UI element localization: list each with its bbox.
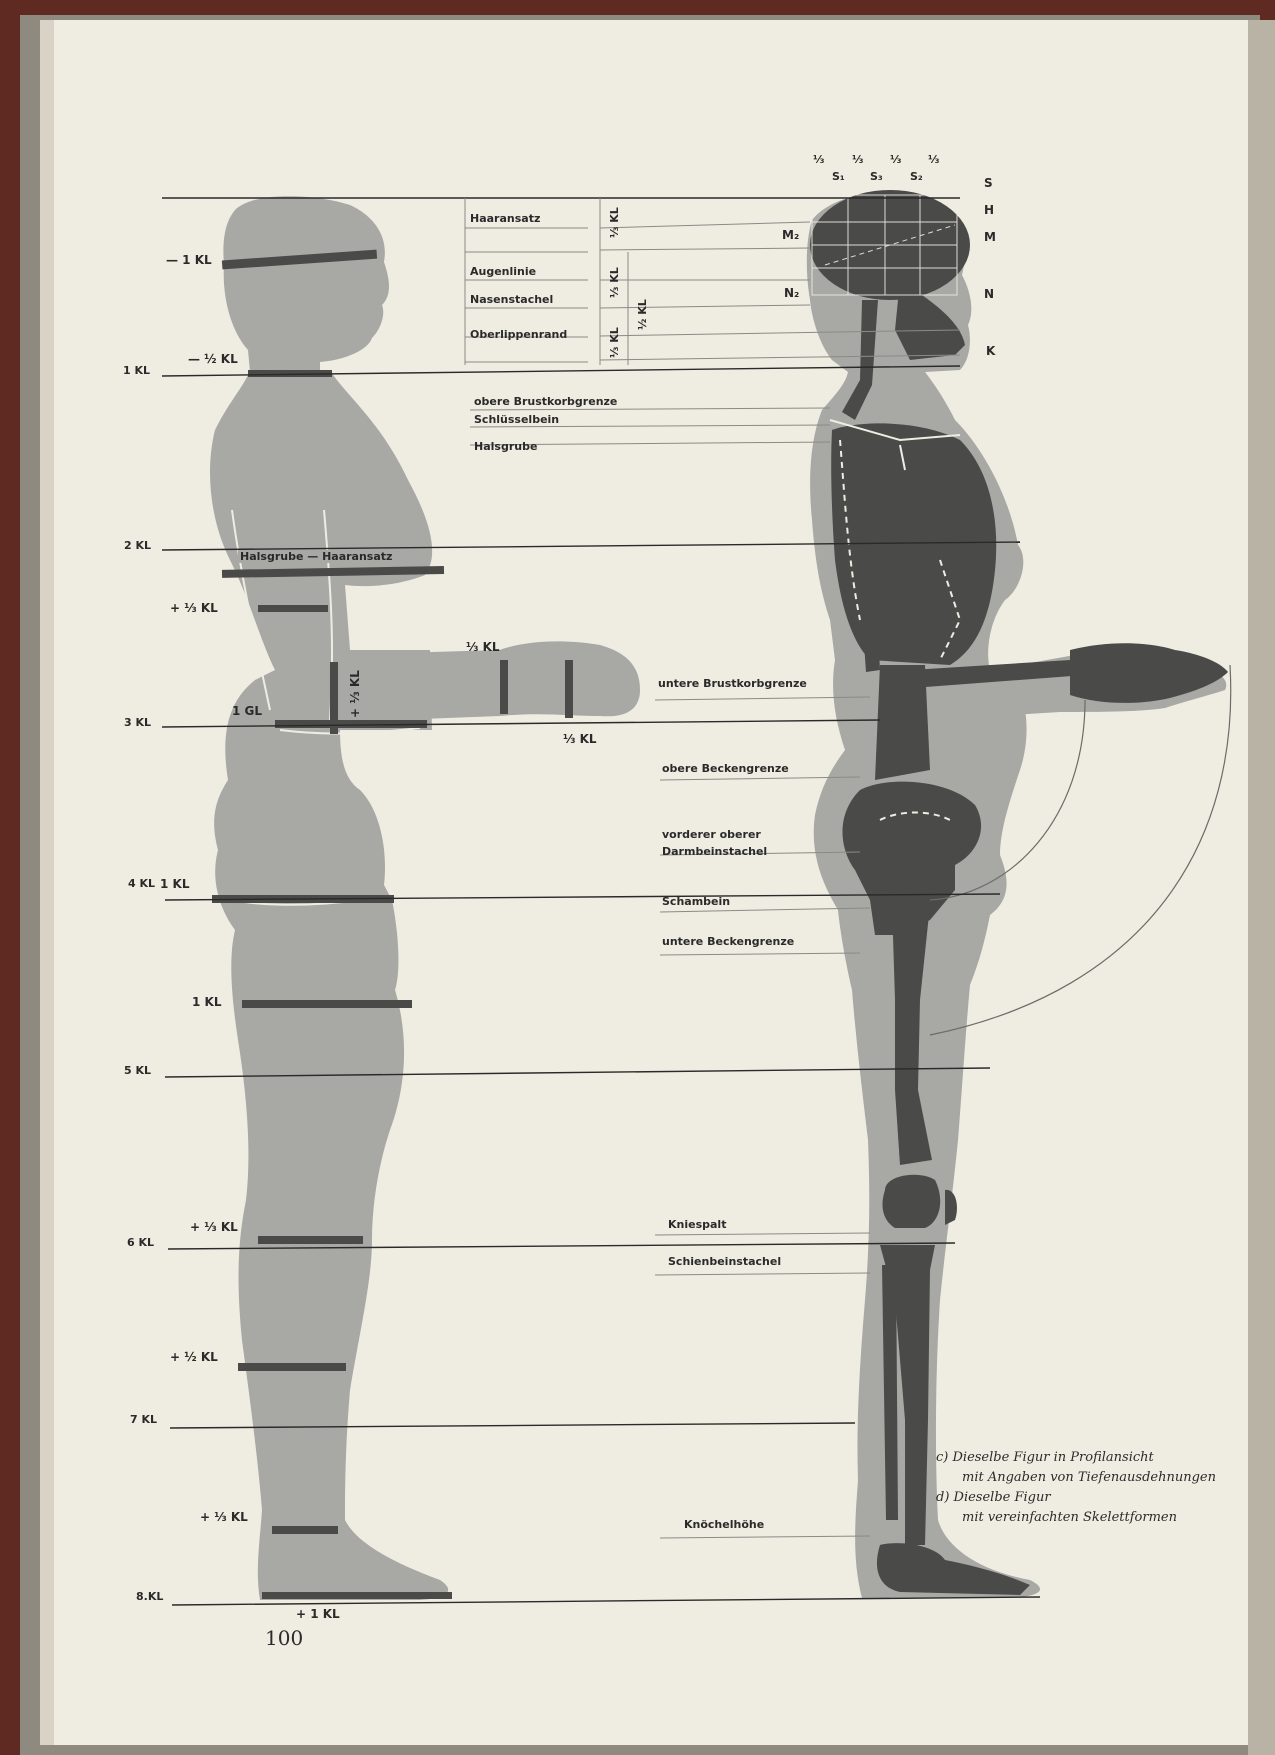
measure-head: — 1 KL [166, 253, 212, 267]
page-number: 100 [265, 1626, 304, 1650]
label-s3: S₃ [870, 170, 883, 183]
label-h: H [984, 203, 995, 217]
bar-head [221, 249, 378, 270]
label-s1: S₁ [832, 170, 845, 183]
bar-upperarm [258, 605, 328, 612]
forearm-bones [880, 660, 1072, 690]
measure-arm: + ⅓ KL [348, 670, 362, 718]
label-half-kl: ½ KL [636, 299, 649, 330]
measure-calf: + ½ KL [170, 1350, 218, 1364]
halsgrube-haaransatz-label: Halsgrube — Haaransatz [238, 550, 395, 563]
label-schluesselbein: Schlüsselbein [474, 413, 560, 426]
bar-foot [262, 1592, 452, 1599]
measure-wrist: ⅓ KL [466, 640, 500, 654]
measure-hand: ⅓ KL [563, 732, 597, 746]
knee [882, 1174, 941, 1228]
label-kniespalt: Kniespalt [668, 1218, 727, 1231]
measure-waist: 1 GL [232, 704, 263, 718]
scale-label-3kl: 3 KL [124, 716, 152, 729]
label-darmbein-2: Darmbeinstachel [662, 845, 768, 858]
hand-bones [1070, 643, 1228, 703]
bar-wrist [500, 660, 508, 714]
scale-label-6kl: 6 KL [127, 1236, 155, 1249]
scale-label-2kl: 2 KL [124, 539, 152, 552]
label-obere-beckengrenze: obere Beckengrenze [662, 762, 789, 775]
label-m: M [984, 230, 996, 244]
label-untere-brustkorbgrenze: untere Brustkorbgrenze [658, 677, 807, 690]
skull-grid [811, 194, 958, 296]
scale-label-4kl: 4 KL [128, 877, 156, 890]
lumbar-spine [875, 665, 930, 780]
bar-ankle [272, 1526, 338, 1534]
label-s2: S₂ [910, 170, 923, 183]
patella [945, 1189, 957, 1225]
bar-knee [258, 1236, 363, 1244]
label-darmbein-1: vorderer oberer [662, 828, 761, 841]
skeleton [810, 190, 1228, 1595]
foot-bones [876, 1543, 1030, 1595]
scale-label-7kl: 7 KL [130, 1413, 158, 1426]
page-edge [1248, 20, 1275, 1755]
kl-scale-lines [161, 197, 1041, 1606]
measure-neck: — ½ KL [188, 352, 238, 366]
scale-label-1kl: 1 KL [123, 364, 151, 377]
pelvis [842, 781, 982, 935]
bar-waist [275, 720, 427, 728]
measure-ankle: + ⅓ KL [200, 1510, 248, 1524]
label-third-top-4: ⅓ [928, 153, 940, 166]
caption-c-line2: mit Angaben von Tiefenausdehnungen [962, 1470, 1216, 1485]
label-haaransatz: Haaransatz [470, 212, 541, 225]
label-third-top-3: ⅓ [890, 153, 902, 166]
label-third-kl-3: ⅓ KL [608, 327, 621, 358]
measure-thigh: 1 KL [192, 995, 222, 1009]
label-s: S [984, 176, 993, 190]
label-third-top-2: ⅓ [852, 153, 864, 166]
page-gutter [40, 20, 54, 1745]
bar-thigh [242, 1000, 412, 1008]
bar-chest [221, 566, 445, 578]
skeleton-highlights [829, 419, 962, 821]
label-augenlinie: Augenlinie [470, 265, 537, 278]
front-arm [330, 641, 640, 722]
label-schienbeinstachel: Schienbeinstachel [668, 1255, 782, 1268]
caption-c-line1: c) Dieselbe Figur in Profilansicht [936, 1450, 1154, 1465]
label-third-top-1: ⅓ [813, 153, 825, 166]
caption-d-line2: mit vereinfachten Skelettformen [962, 1510, 1177, 1525]
label-schambein: Schambein [662, 895, 731, 908]
bar-neck [248, 370, 332, 377]
label-obere-brustkorbgrenze: obere Brustkorbgrenze [474, 395, 618, 408]
label-n2: N₂ [784, 286, 800, 300]
label-third-kl-2: ⅓ KL [608, 267, 621, 298]
landmark-guide-lines [469, 407, 871, 1539]
label-halsgrube: Halsgrube [474, 440, 538, 453]
label-oberlippenrand: Oberlippenrand [470, 328, 568, 341]
measure-hip: 1 KL [160, 877, 190, 891]
humerus [848, 443, 880, 672]
label-n: N [984, 287, 995, 301]
head-guide-lines [464, 198, 961, 365]
label-untere-beckengrenze: untere Beckengrenze [662, 935, 795, 948]
label-k: K [986, 344, 996, 358]
measure-chest: + ⅓ KL [170, 601, 218, 615]
bar-calf [238, 1363, 346, 1371]
measure-foot: + 1 KL [296, 1607, 340, 1621]
fibula [882, 1265, 898, 1520]
measure-knee: + ⅓ KL [190, 1220, 238, 1234]
tibia [880, 1245, 935, 1545]
label-m2: M₂ [782, 228, 800, 242]
label-third-kl-1: ⅓ KL [608, 207, 621, 238]
scale-label-8kl: 8.KL [136, 1590, 164, 1603]
label-nasenstachel: Nasenstachel [470, 293, 554, 306]
bar-arm [330, 662, 338, 734]
label-knoechelhoehe: Knöchelhöhe [684, 1518, 765, 1531]
scale-label-5kl: 5 KL [124, 1064, 152, 1077]
cervical-spine [842, 300, 878, 420]
bar-hand [565, 660, 573, 718]
jaw [895, 280, 965, 360]
caption-d-line1: d) Dieselbe Figur [936, 1490, 1051, 1505]
femur [888, 866, 946, 1165]
